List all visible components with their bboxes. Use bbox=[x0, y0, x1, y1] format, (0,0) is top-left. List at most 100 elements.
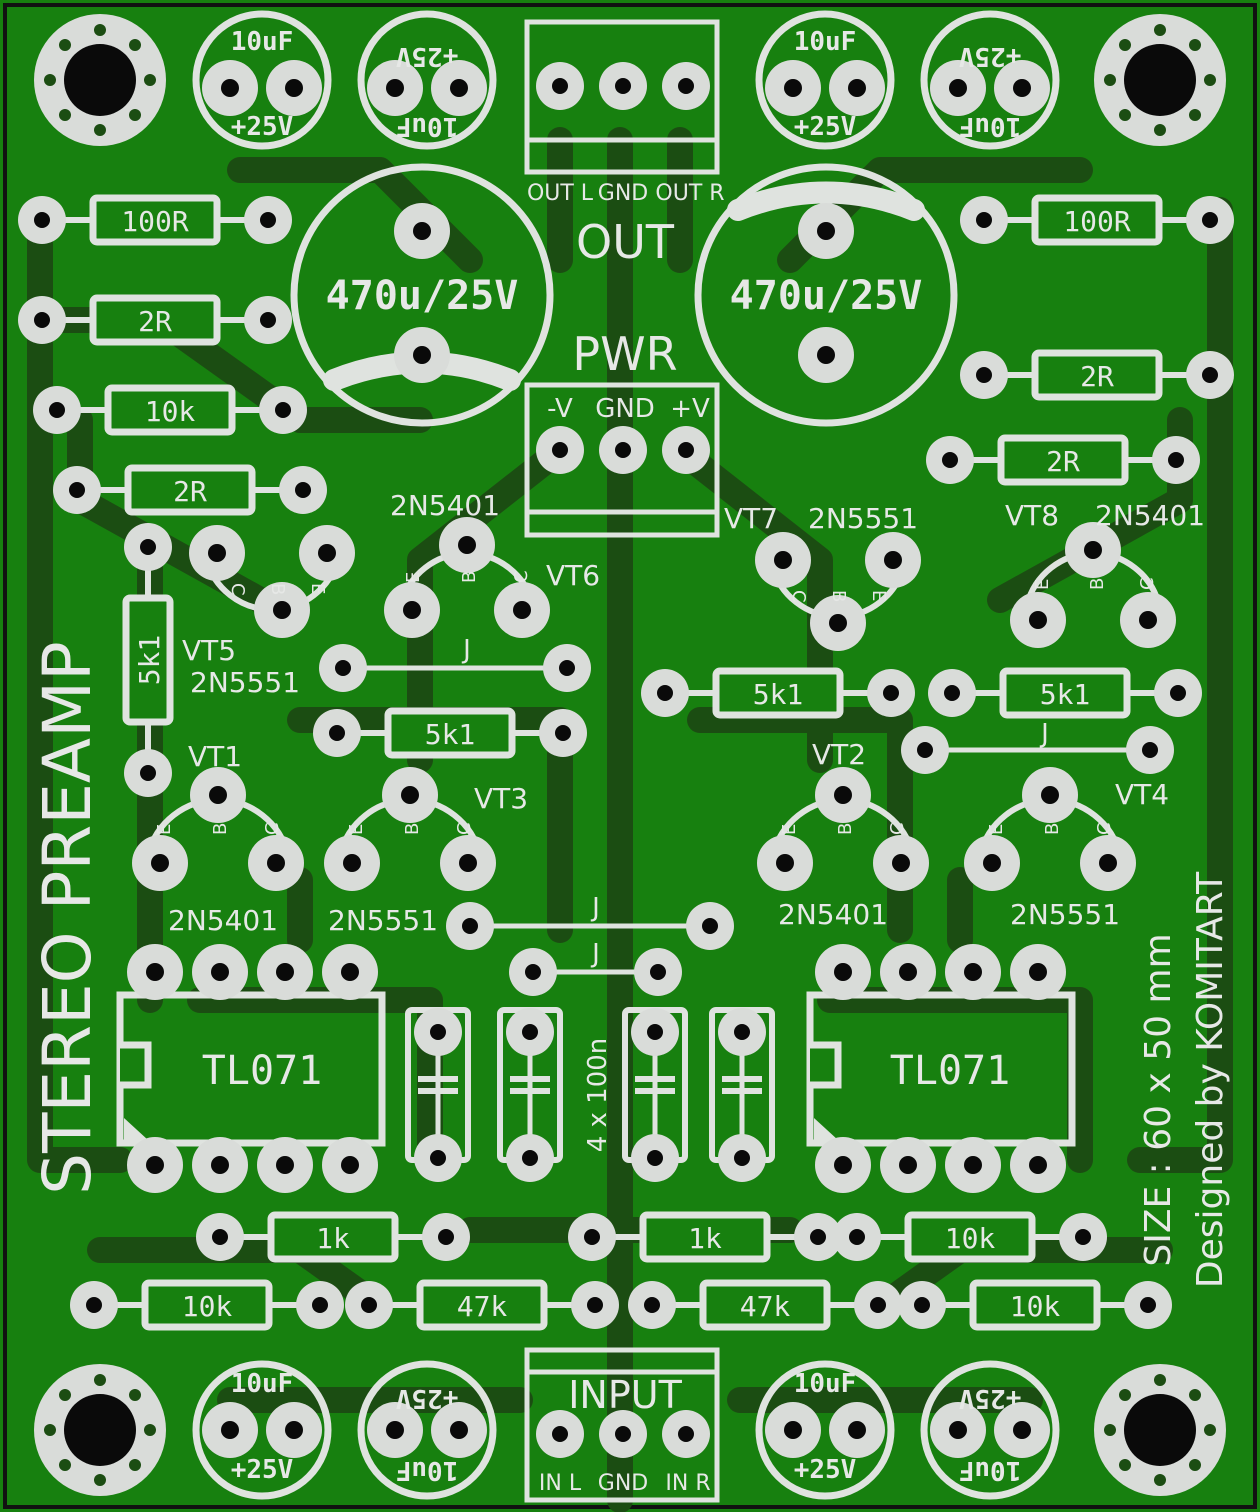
big-cap-label: 470u/25V bbox=[326, 273, 519, 319]
cap-voltage-mirrored: +25V bbox=[396, 41, 459, 71]
resistor-label: 47k bbox=[740, 1290, 791, 1323]
pin-label: C bbox=[1137, 577, 1158, 590]
cap-value: 10uF bbox=[231, 1369, 294, 1399]
board-designer: Designed by KOMITART bbox=[1190, 871, 1231, 1288]
pwr-connector: PWR -V GND +V bbox=[524, 327, 720, 538]
resistor-label: 5k1 bbox=[753, 678, 804, 711]
transistors: C B E VT5 2N5551 E B C 2N5401 VT6 C B E … bbox=[132, 489, 1205, 937]
vt1-name: VT1 bbox=[188, 740, 242, 773]
vt3-part: 2N5551 bbox=[328, 904, 438, 937]
ic-right: TL071 bbox=[806, 944, 1076, 1193]
pin-label: C bbox=[227, 583, 248, 596]
pin-label: B bbox=[459, 571, 480, 583]
pin-label: E bbox=[346, 824, 367, 835]
out-pin-label: GND bbox=[598, 181, 648, 206]
pin-label: C bbox=[788, 590, 809, 603]
resistor-label: 10k bbox=[145, 395, 196, 428]
resistor-label: 1k bbox=[688, 1222, 722, 1255]
resistor-label: 2R bbox=[173, 475, 207, 508]
ic-label: TL071 bbox=[202, 1048, 322, 1094]
cap-value: 10uF bbox=[231, 27, 294, 57]
big-cap-label: 470u/25V bbox=[730, 273, 923, 319]
pin-label: B bbox=[835, 823, 856, 835]
big-cap-left: 470u/25V bbox=[290, 163, 554, 427]
out-connector: OUT L GND OUT R OUT bbox=[524, 19, 725, 269]
jumper-label: J bbox=[1039, 719, 1049, 749]
pin-label: C bbox=[887, 822, 908, 835]
cap-voltage-mirrored: +25V bbox=[959, 41, 1022, 71]
input-pin-label: IN R bbox=[665, 1471, 710, 1496]
vt7-part: 2N5551 bbox=[808, 502, 918, 535]
pin-label: E bbox=[154, 824, 175, 835]
cap-value-mirrored: 10uF bbox=[396, 1455, 459, 1485]
pin-label: B bbox=[828, 590, 849, 602]
vt8-name: VT8 bbox=[1005, 499, 1059, 532]
out-pin-label: OUT R bbox=[655, 181, 724, 206]
input-pin-label: IN L bbox=[539, 1471, 582, 1496]
pin-label: C bbox=[262, 822, 283, 835]
big-cap-right: 470u/25V bbox=[694, 163, 958, 427]
resistors: 100R 2R 10k 2R 100R 2R 2R 5k1 5k1 5k1 5k… bbox=[18, 194, 1234, 1331]
pin-label: B bbox=[210, 823, 231, 835]
pin-label: B bbox=[1042, 823, 1063, 835]
resistor-label: 100R bbox=[121, 205, 189, 238]
board-title: STEREO PREAMP bbox=[29, 641, 106, 1195]
pwr-label: PWR bbox=[572, 327, 677, 381]
cap-voltage: +25V bbox=[231, 1455, 294, 1485]
decoupling-label: 4 x 100n bbox=[583, 1038, 613, 1153]
resistor-label: 5k1 bbox=[1040, 678, 1091, 711]
jumper-label: J bbox=[461, 635, 471, 665]
resistor-label: 100R bbox=[1063, 205, 1131, 238]
decoupling-caps: 4 x 100n bbox=[405, 1007, 775, 1182]
resistor-label: 10k bbox=[945, 1222, 996, 1255]
vt2-part: 2N5401 bbox=[778, 898, 888, 931]
pin-label: E bbox=[779, 824, 800, 835]
vt6-name: VT6 bbox=[546, 559, 600, 592]
vt5-name: VT5 bbox=[182, 634, 236, 667]
pin-label: E bbox=[868, 590, 889, 601]
vt5-part: 2N5551 bbox=[190, 666, 300, 699]
copper-traces bbox=[27, 127, 1233, 1512]
jumper-label: J bbox=[590, 893, 600, 923]
pin-label: C bbox=[1094, 822, 1115, 835]
pin-label: E bbox=[1032, 579, 1053, 590]
pin-label: B bbox=[402, 823, 423, 835]
vt7-name: VT7 bbox=[724, 502, 778, 535]
cap-voltage: +25V bbox=[231, 112, 294, 142]
pin-label: B bbox=[267, 583, 288, 595]
input-connector: INPUT IN L GND IN R bbox=[524, 1347, 720, 1503]
cap-value-mirrored: 10uF bbox=[396, 111, 459, 141]
out-label: OUT bbox=[576, 215, 675, 269]
vt2-name: VT2 bbox=[812, 738, 866, 771]
vt4-name: VT4 bbox=[1115, 778, 1169, 811]
jumper-label: J bbox=[590, 939, 600, 969]
pin-label: C bbox=[454, 822, 475, 835]
pin-label: E bbox=[986, 824, 1007, 835]
input-pin-label: GND bbox=[598, 1471, 648, 1496]
pin-label: E bbox=[307, 583, 328, 594]
small-caps: 10uF +25V +25V 10uF 10uF +25V +25V 10uF bbox=[192, 10, 1060, 1500]
vt1-part: 2N5401 bbox=[168, 904, 278, 937]
resistor-label: 1k bbox=[316, 1222, 350, 1255]
ic-left: TL071 bbox=[116, 944, 386, 1193]
cap-voltage: +25V bbox=[794, 1455, 857, 1485]
resistor-label: 10k bbox=[182, 1290, 233, 1323]
cap-voltage-mirrored: +25V bbox=[959, 1383, 1022, 1413]
input-label: INPUT bbox=[568, 1373, 682, 1417]
pwr-pin-label: -V bbox=[547, 394, 573, 424]
resistor-label: 2R bbox=[1046, 445, 1080, 478]
board-size: SIZE : 60 x 50 mm bbox=[1138, 933, 1179, 1266]
vt6-part: 2N5401 bbox=[390, 489, 500, 522]
cap-value: 10uF bbox=[794, 1369, 857, 1399]
cap-value-mirrored: 10uF bbox=[959, 1455, 1022, 1485]
resistor-label: 2R bbox=[138, 305, 172, 338]
out-pin-label: OUT L bbox=[527, 181, 594, 206]
cap-value-mirrored: 10uF bbox=[959, 111, 1022, 141]
jumpers: J J J J bbox=[319, 635, 1174, 996]
pwr-pin-label: +V bbox=[670, 394, 710, 424]
pin-label: C bbox=[511, 570, 532, 583]
cap-value: 10uF bbox=[794, 27, 857, 57]
vt3-name: VT3 bbox=[474, 782, 528, 815]
resistor-label: 47k bbox=[457, 1290, 508, 1323]
